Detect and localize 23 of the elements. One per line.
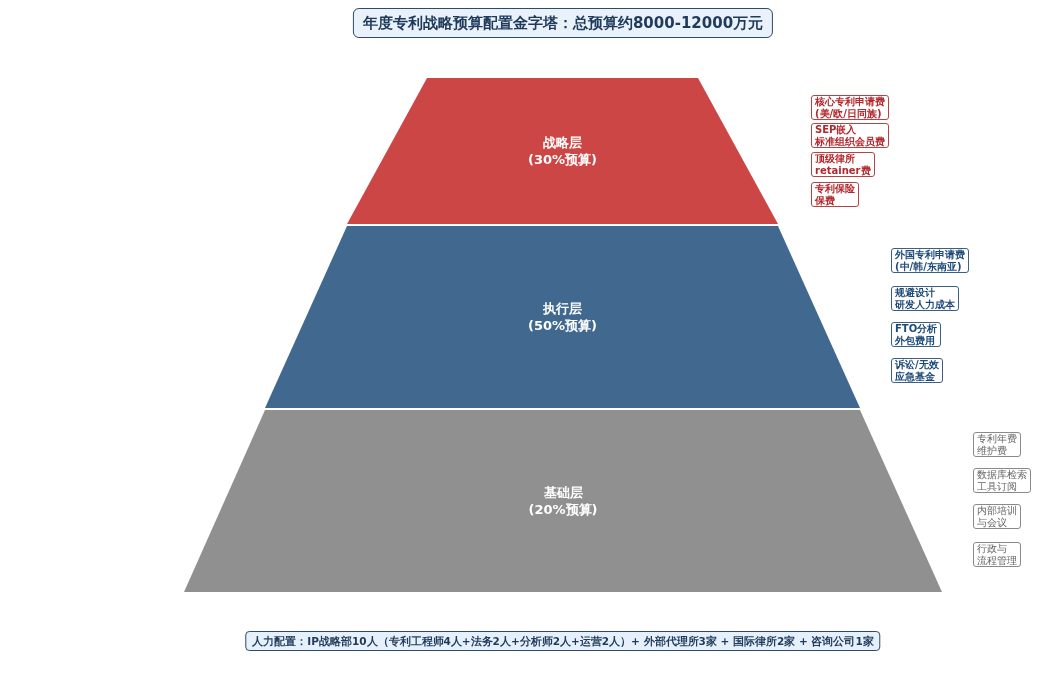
cost-item-tag: 外国专利申请费(中/韩/东南亚)	[891, 248, 969, 273]
cost-item-tag: 内部培训与会议	[973, 504, 1021, 529]
cost-item-tag: 顶级律所retainer费	[811, 152, 875, 177]
tier-name: 战略层	[543, 134, 582, 151]
tier-budget: (30%预算)	[528, 151, 597, 168]
cost-item-tag: FTO分析外包费用	[891, 322, 942, 347]
staffing-note: 人力配置：IP战略部10人（专利工程师4人+法务2人+分析师2人+运营2人）+ 外部代理所3家 + 国际律所2家 + 咨询公司1家	[245, 631, 881, 651]
pyramid-tier	[184, 410, 942, 592]
diagram-title: 年度专利战略预算配置金字塔：总预算约8000-12000万元	[352, 8, 774, 38]
cost-item-tag: 核心专利申请费(美/欧/日同族)	[811, 95, 889, 120]
cost-item-tag: 规避设计研发人力成本	[891, 286, 959, 311]
cost-item-tag: 诉讼/无效应急基金	[891, 358, 943, 383]
cost-item-tag: SEP嵌入标准组织会员费	[811, 123, 889, 148]
cost-item-tag: 行政与流程管理	[973, 542, 1021, 567]
pyramid-tier	[347, 78, 778, 224]
pyramid-tier	[265, 226, 860, 408]
cost-item-tag: 专利保险保费	[811, 182, 859, 207]
tier-name: 执行层	[543, 300, 582, 317]
tier-name: 基础层	[543, 484, 583, 501]
tier-budget: (20%预算)	[528, 501, 598, 518]
tier-budget: (50%预算)	[528, 317, 597, 334]
cost-item-tag: 数据库检索工具订阅	[973, 468, 1031, 493]
cost-item-tag: 专利年费维护费	[973, 432, 1021, 457]
